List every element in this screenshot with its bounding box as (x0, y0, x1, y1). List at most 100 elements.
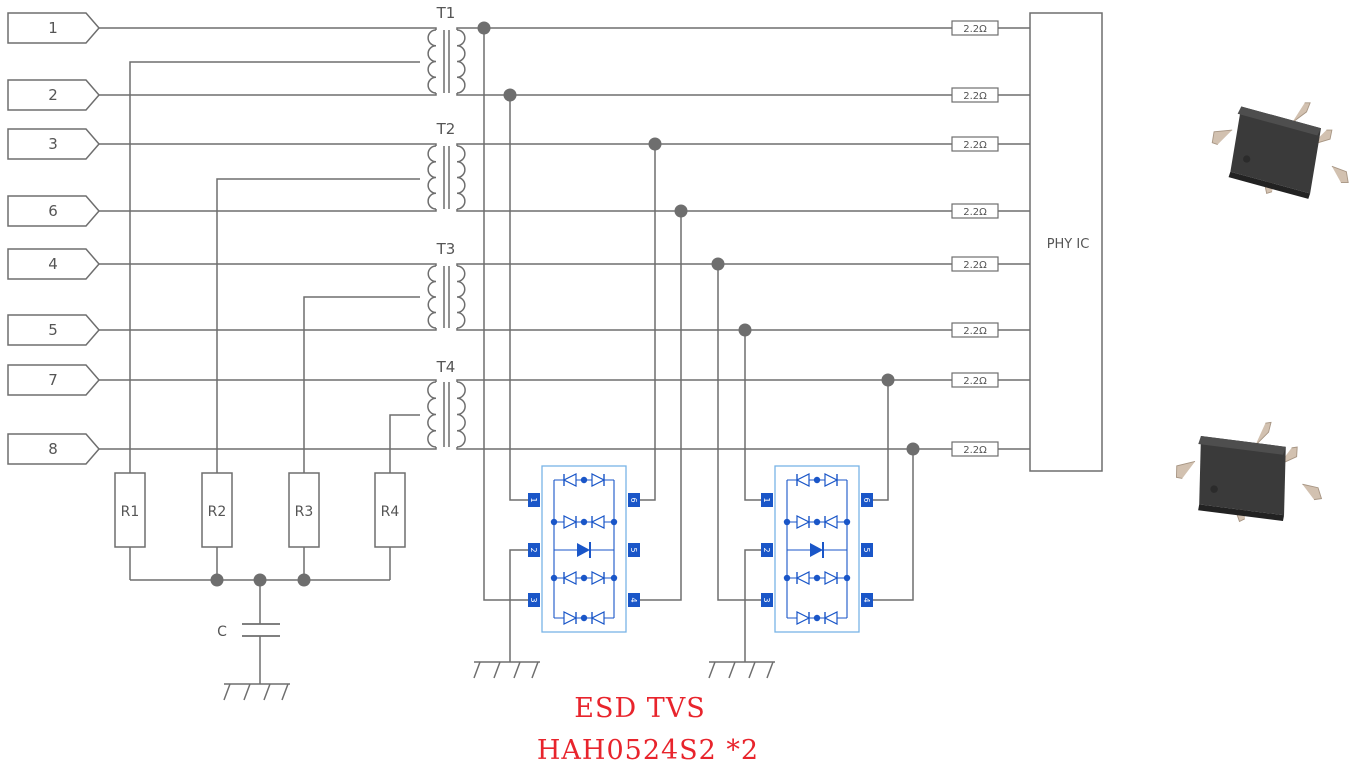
port-connector (7, 79, 100, 111)
tvs-wire (717, 264, 763, 601)
tvs-wire (638, 211, 682, 601)
tvs-pin (761, 493, 773, 507)
port-connector (7, 12, 100, 44)
tvs-pin-number: 3 (529, 597, 538, 602)
tvs-node (580, 614, 588, 622)
port-connector (7, 314, 100, 346)
winding-lead (456, 263, 470, 266)
tvs-diode (591, 571, 606, 585)
tvs-diode (796, 515, 811, 529)
primary-coil (427, 265, 437, 329)
ground-symbol (766, 661, 774, 679)
tvs-pin (861, 593, 873, 607)
ground-symbol (493, 661, 501, 679)
tvs-pin-number: 3 (762, 597, 771, 602)
port-label: 8 (48, 440, 58, 458)
secondary-coil (456, 265, 466, 329)
series-resistor-label: 2.2Ω (963, 445, 987, 456)
tvs-pin-number: 1 (529, 497, 538, 502)
tvs-wire (744, 330, 763, 501)
transformer-label: T3 (436, 240, 456, 258)
caption-line-2: HAH0524S2 *2 (537, 735, 759, 766)
tvs-pin (528, 593, 540, 607)
tvs-wire (483, 28, 530, 601)
tvs-pin-number: 6 (862, 497, 871, 502)
port-label: 6 (48, 202, 58, 220)
tvs-chip-photo (1170, 416, 1325, 536)
winding-lead (456, 447, 470, 450)
port-label: 1 (48, 19, 58, 37)
tvs-diode (795, 473, 810, 487)
port-label: 5 (48, 321, 58, 339)
tvs-node (813, 614, 821, 622)
series-resistor-label: 2.2Ω (963, 140, 987, 151)
port-connector (7, 364, 100, 396)
tvs-node (813, 518, 821, 526)
center-tap-wire (129, 61, 420, 473)
transformer-label: T2 (436, 120, 456, 138)
tvs-zener (810, 543, 823, 557)
transformer-label: T1 (436, 4, 456, 22)
center-tap-wire (389, 414, 420, 473)
tvs-pin (761, 543, 773, 557)
port-label: 7 (48, 371, 58, 389)
tvs-node (580, 574, 588, 582)
tvs-pin (628, 493, 640, 507)
port-connector (7, 248, 100, 280)
ground-symbol (223, 683, 231, 701)
tvs-pin (528, 493, 540, 507)
winding-lead (456, 27, 470, 30)
winding-lead (456, 328, 470, 331)
winding-lead (456, 379, 470, 382)
tvs-diode (562, 571, 577, 585)
tvs-ground-wire (509, 549, 530, 662)
tvs-node (783, 518, 791, 526)
bias-resistor (288, 472, 320, 548)
winding-lead (456, 93, 470, 96)
bias-resistor (114, 472, 146, 548)
tvs-node (843, 518, 851, 526)
tvs-node (580, 476, 588, 484)
primary-coil (427, 29, 437, 94)
winding-lead (456, 209, 470, 212)
secondary-coil (456, 145, 466, 210)
tvs-package (774, 465, 860, 633)
tvs-pin-number: 6 (629, 497, 638, 502)
primary-coil (427, 381, 437, 448)
tvs-pin (628, 593, 640, 607)
port-connector (7, 433, 100, 465)
phy-ic-box (1029, 12, 1103, 472)
tvs-diode (591, 473, 606, 487)
transformer-label: T4 (436, 358, 456, 376)
tvs-pin-number: 1 (762, 497, 771, 502)
tvs-diode (590, 611, 605, 625)
tvs-diode (796, 611, 811, 625)
tvs-pin-number: 4 (862, 597, 871, 602)
tvs-pin (528, 543, 540, 557)
series-resistor-label: 2.2Ω (963, 24, 987, 35)
tvs-wire (871, 449, 914, 601)
tvs-pin-number: 5 (862, 547, 871, 552)
center-tap-wire (303, 296, 420, 473)
tvs-pin (861, 543, 873, 557)
ground-symbol (473, 661, 481, 679)
phy-ic-label: PHY IC (1047, 237, 1090, 252)
tvs-package (541, 465, 627, 633)
ground-symbol (531, 661, 539, 679)
junction-node (297, 573, 311, 587)
tvs-ground-wire (744, 549, 763, 662)
tvs-node (550, 518, 558, 526)
tvs-wire (509, 95, 530, 501)
series-resistor-label: 2.2Ω (963, 91, 987, 102)
secondary-coil (456, 381, 466, 448)
tvs-wire (638, 144, 656, 501)
ground-symbol (513, 661, 521, 679)
ground-symbol (263, 683, 271, 701)
tvs-pin (628, 543, 640, 557)
tvs-pin-number: 5 (629, 547, 638, 552)
series-resistor-label: 2.2Ω (963, 326, 987, 337)
series-resistor-label: 2.2Ω (963, 376, 987, 387)
tvs-node (610, 574, 618, 582)
tvs-diode (562, 473, 577, 487)
